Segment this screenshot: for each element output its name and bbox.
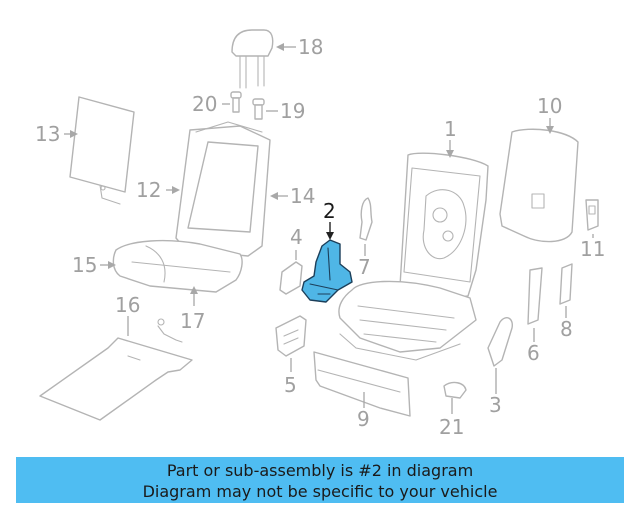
banner-line-1: Part or sub-assembly is #2 in diagram [166,461,474,480]
callout-3: 3 [489,393,502,417]
part-rail-cover [559,263,573,305]
part-floor-mat [39,318,193,421]
part-seat-frame [338,152,489,361]
callout-7: 7 [358,255,371,279]
callout-20: 20 [192,92,217,116]
callout-14: 14 [290,184,315,208]
part-base-panel [313,351,411,417]
part-latch-cover [279,261,303,295]
callout-8: 8 [560,317,573,341]
callout-labels: 18 20 19 13 12 14 15 17 16 1 10 11 7 4 2… [35,35,605,439]
callout-9: 9 [357,407,370,431]
callout-13: 13 [35,122,60,146]
part-headrest [231,29,274,89]
callout-2: 2 [323,199,336,223]
part-seatback-left [175,121,271,257]
info-banner: Part or sub-assembly is #2 in diagram Di… [16,457,624,503]
part-side-trim [527,267,543,325]
part-knob [443,381,467,399]
callout-6: 6 [527,341,540,365]
callout-15: 15 [72,253,97,277]
callout-11: 11 [580,237,605,261]
callout-12: 12 [136,178,161,202]
part-side-cover [499,128,579,243]
callout-17: 17 [180,309,205,333]
callout-10: 10 [537,94,562,118]
part-hinge-cover [487,317,514,367]
callout-4: 4 [290,225,303,249]
part-hook-bracket [359,197,373,241]
part-headrest-guide-left [230,91,242,113]
part-2-highlighted-bracket [301,239,353,303]
part-lower-bracket [275,315,307,357]
leader-lines [64,43,594,414]
callout-1: 1 [444,117,457,141]
callout-21: 21 [439,415,464,439]
callout-18: 18 [298,35,323,59]
banner-line-2: Diagram may not be specific to your vehi… [142,482,498,501]
part-seatback-panel [69,96,135,205]
part-seat-cushion-left [112,239,243,293]
part-small-bracket [585,199,599,231]
callout-5: 5 [284,373,297,397]
part-headrest-guide-right [252,98,265,120]
callout-19: 19 [280,99,305,123]
callout-16: 16 [115,293,140,317]
